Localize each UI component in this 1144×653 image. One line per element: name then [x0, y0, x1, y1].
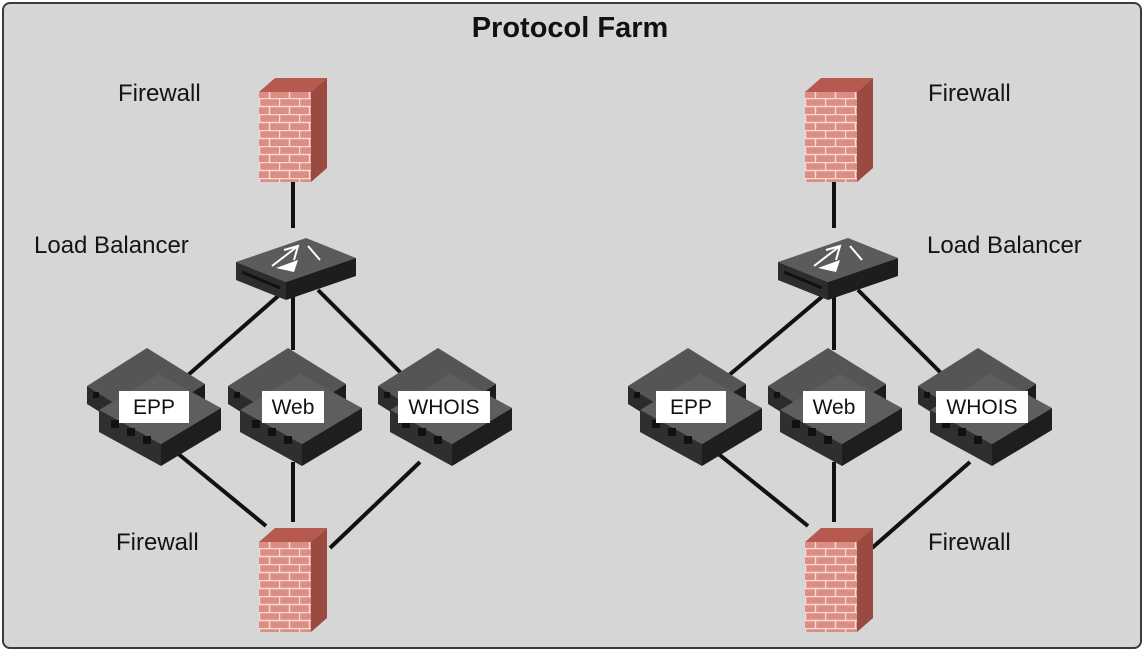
right-connectors	[714, 170, 972, 550]
left-load-balancer-label: Load Balancer	[34, 232, 189, 259]
left-connectors	[174, 170, 422, 550]
connector-line	[714, 450, 810, 528]
server-label-web: Web	[813, 396, 856, 419]
connector-line	[185, 288, 287, 378]
top-firewall-icon	[259, 78, 327, 182]
connector-line	[174, 450, 268, 528]
left-server-labels: EPP Web WHOIS	[119, 391, 490, 423]
server-label-epp: EPP	[133, 396, 175, 419]
right-server-labels: EPP Web WHOIS	[656, 391, 1028, 423]
right-bottom-firewall-label: Firewall	[928, 529, 1011, 556]
connector-line	[726, 288, 832, 378]
connector-line	[328, 460, 422, 550]
bottom-firewall-icon	[259, 528, 327, 632]
server-label-whois: WHOIS	[408, 396, 479, 419]
connector-line	[316, 288, 406, 378]
left-top-firewall-label: Firewall	[118, 80, 201, 107]
right-load-balancer-label: Load Balancer	[927, 232, 1082, 259]
connector-line	[870, 460, 972, 550]
server-label-whois: WHOIS	[946, 396, 1017, 419]
server-label-epp: EPP	[670, 396, 712, 419]
connector-line	[856, 288, 946, 378]
load-balancer-icon	[776, 236, 900, 302]
bottom-firewall-icon	[805, 528, 873, 632]
top-firewall-icon	[805, 78, 873, 182]
right-top-firewall-label: Firewall	[928, 80, 1011, 107]
left-bottom-firewall-label: Firewall	[116, 529, 199, 556]
diagram-title: Protocol Farm	[471, 12, 669, 44]
load-balancer-icon	[234, 236, 358, 302]
server-label-web: Web	[272, 396, 315, 419]
